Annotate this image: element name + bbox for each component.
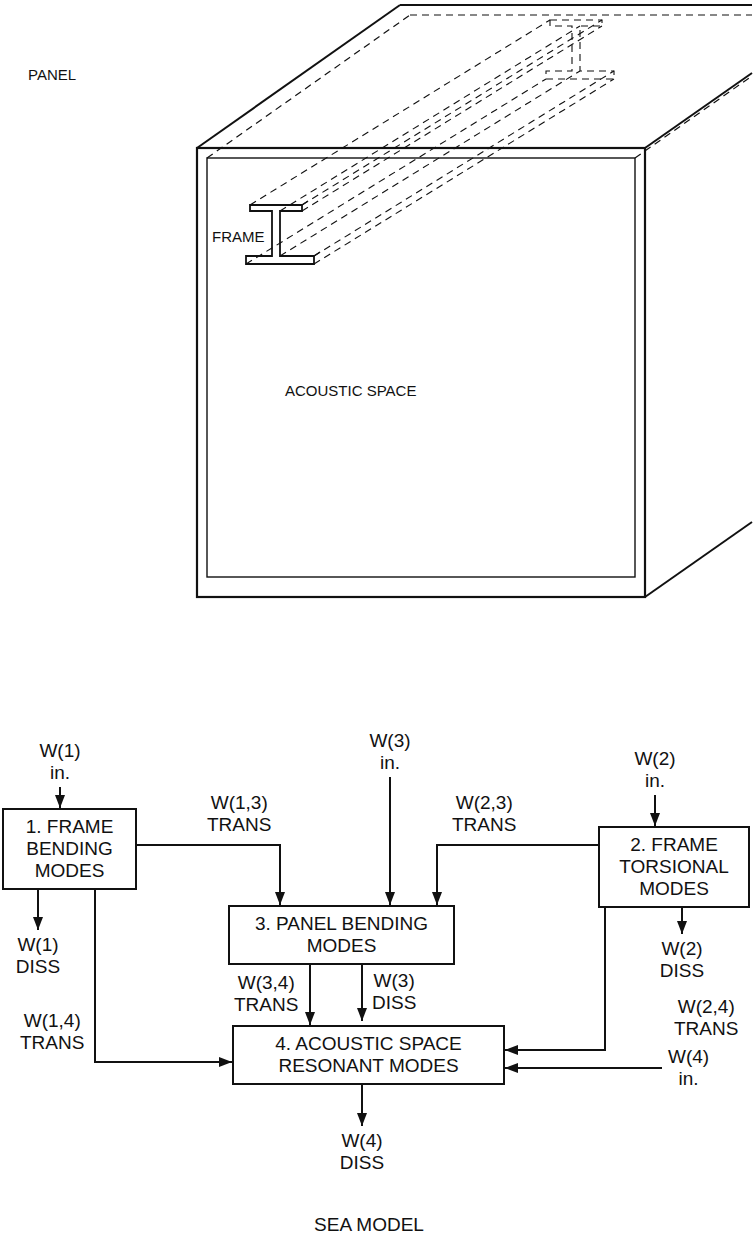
transfer-arrow [305,965,315,1025]
transfer-label: W(1,3) TRANS [205,792,273,836]
power-input-arrow [385,777,395,905]
box-text: 2. FRAME TORSIONAL MODES [604,834,744,900]
dissipation-arrow [357,965,367,1021]
transfer-label: W(3,4) TRANS [232,972,300,1016]
part-label: ACOUSTIC SPACE [285,382,416,400]
mode-group-box: 2. FRAME TORSIONAL MODES [598,826,750,908]
dissipation-label: W(4) DISS [340,1130,384,1174]
power-input-label: W(1) in. [39,740,80,784]
dissipation-label: W(3) DISS [372,970,416,1014]
dissipation-arrow [677,908,687,934]
power-input-arrow [55,787,65,808]
box-text: 1. FRAME BENDING MODES [8,816,131,882]
box-text: 4. ACOUSTIC SPACE RESONANT MODES [238,1033,499,1077]
power-input-label: W(2) in. [634,748,675,792]
dissipation-arrow [357,1085,367,1126]
transfer-label: W(2,4) TRANS [672,996,740,1040]
power-input-label: W(4) in. [668,1046,709,1090]
diagram-caption: SEA MODEL [0,1214,754,1236]
power-input-arrow [650,795,660,826]
transfer-label: W(1,4) TRANS [18,1010,86,1054]
transfer-arrow [505,908,605,1055]
dissipation-label: W(1) DISS [16,934,60,978]
dissipation-arrow [33,890,43,930]
transfer-arrow [432,845,598,905]
mode-group-box: 1. FRAME BENDING MODES [2,808,137,890]
power-input-label: W(3) in. [369,730,410,774]
mode-group-box: 3. PANEL BENDING MODES [228,905,455,965]
transfer-arrow [137,845,285,905]
transfer-arrow [95,890,232,1067]
mode-group-box: 4. ACOUSTIC SPACE RESONANT MODES [232,1025,505,1085]
part-label: FRAME [212,228,265,246]
transfer-label: W(2,3) TRANS [450,792,518,836]
box-text: 3. PANEL BENDING MODES [234,913,449,957]
dissipation-label: W(2) DISS [660,938,704,982]
power-input-arrow [505,1063,662,1073]
part-label: PANEL [28,66,76,84]
